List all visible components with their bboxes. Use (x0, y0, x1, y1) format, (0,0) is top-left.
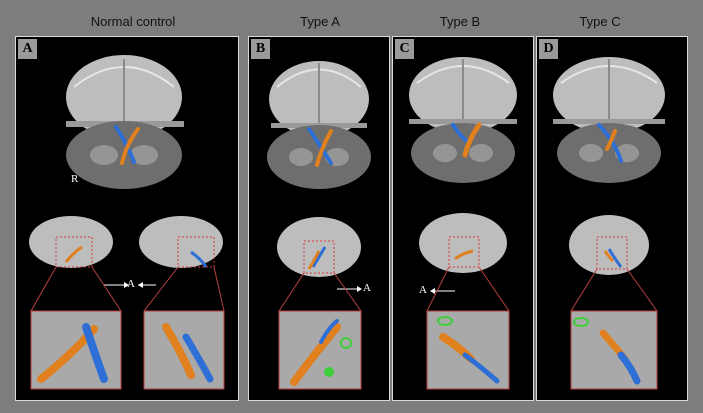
side-marker-r: R (71, 173, 79, 185)
panel-d-label: D (539, 39, 558, 59)
title-normal-control: Normal control (90, 14, 176, 29)
panel-c-label: C (395, 39, 414, 59)
panel-d: D (536, 36, 688, 401)
panel-a: A R A (15, 36, 239, 401)
panel-c: C A (392, 36, 534, 401)
panel-b-label: B (251, 39, 270, 59)
anterior-marker-a-panel-c: A (419, 284, 427, 296)
panel-b: B A (248, 36, 390, 401)
title-type-c: Type C (579, 14, 621, 29)
panel-d-illustration (553, 57, 665, 390)
panel-b-illustration (267, 61, 371, 390)
title-type-a: Type A (300, 14, 340, 29)
panel-a-illustration (29, 55, 225, 390)
panel-c-illustration (409, 57, 517, 390)
anterior-marker-a-panel-a: A (127, 278, 135, 290)
title-type-b: Type B (439, 14, 481, 29)
panel-a-label: A (18, 39, 37, 59)
anterior-marker-a-panel-b: A (363, 282, 371, 294)
